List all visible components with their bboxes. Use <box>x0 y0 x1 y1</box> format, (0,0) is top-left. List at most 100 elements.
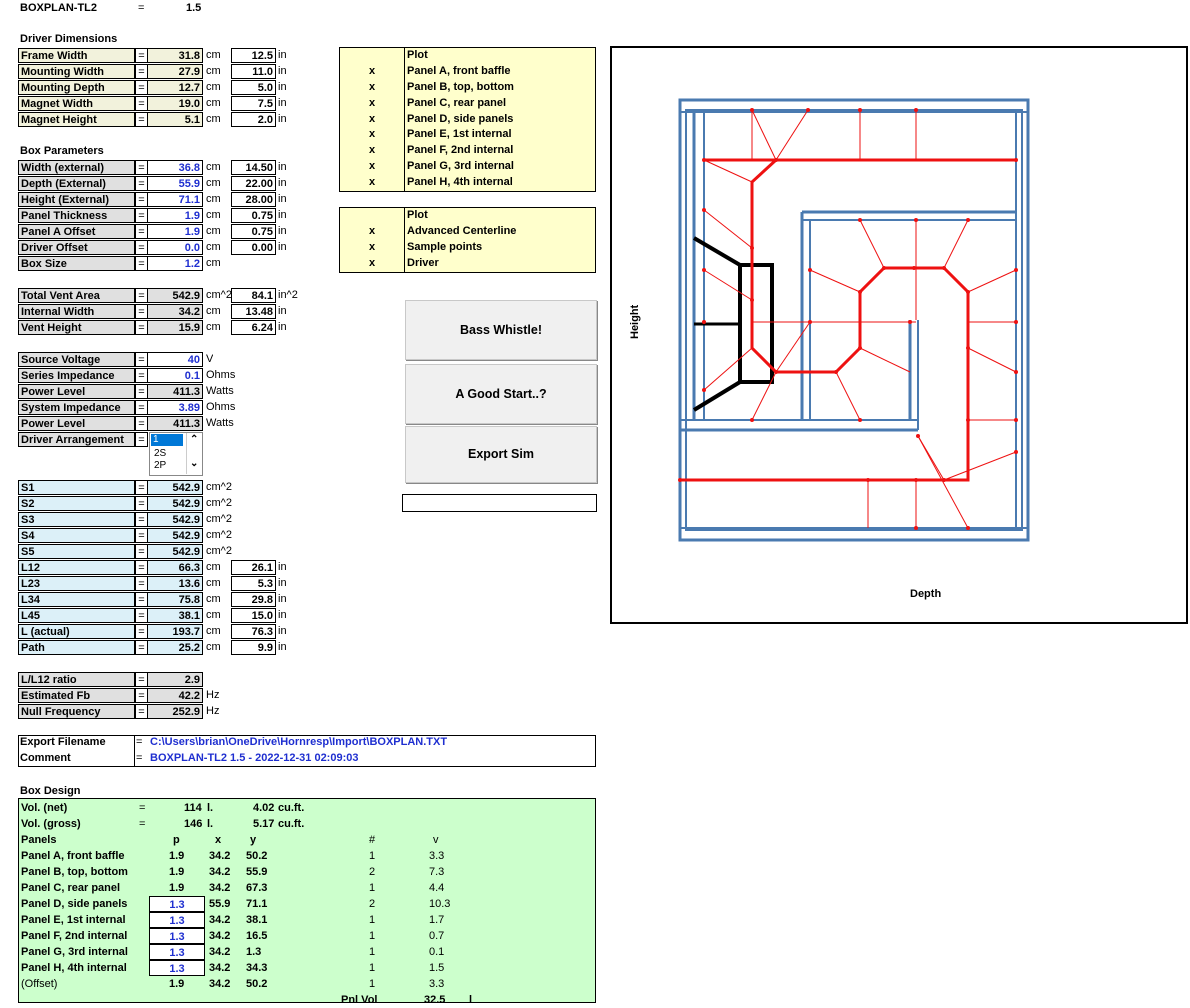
sample-point <box>966 290 970 294</box>
panel-name: Panel A, front baffle <box>21 850 125 862</box>
panel-thickness-input[interactable]: 1.3 <box>149 944 205 960</box>
row-label: Power Level <box>18 416 135 431</box>
value-v[interactable]: 0.1 <box>147 368 203 383</box>
value-cm[interactable]: 1.9 <box>147 208 203 223</box>
unit-in: in <box>278 641 287 653</box>
panel-thickness-input[interactable]: 1.3 <box>149 960 205 976</box>
sample-point <box>806 108 810 112</box>
value-cm: 193.7 <box>147 624 203 639</box>
plot-item[interactable]: x Sample points <box>340 239 595 256</box>
panel-count: 1 <box>369 882 376 894</box>
chevron-down-icon[interactable]: ⌄ <box>190 458 199 469</box>
plot-checkbox-mark[interactable]: x <box>368 160 376 173</box>
value-v[interactable]: 3.89 <box>147 400 203 415</box>
good-start-button[interactable]: A Good Start..? <box>405 364 597 424</box>
unit-in: in <box>278 609 287 621</box>
value-cm: 75.8 <box>147 592 203 607</box>
plot-checkbox-mark[interactable]: x <box>368 64 376 77</box>
export-divider <box>134 735 135 766</box>
value-cm: 25.2 <box>147 640 203 655</box>
plot-checkbox-mark[interactable]: x <box>368 80 376 93</box>
panel-count: 2 <box>369 898 376 910</box>
value-v[interactable]: 40 <box>147 352 203 367</box>
sample-point <box>942 266 946 270</box>
plot-checkbox-mark[interactable]: x <box>368 144 376 157</box>
row-label: Magnet Height <box>18 112 135 127</box>
plot-checkbox-mark[interactable]: x <box>368 256 376 269</box>
plot-checkbox-mark[interactable]: x <box>368 224 376 237</box>
unit-cm: cm <box>206 257 221 269</box>
bass-whistle-button[interactable]: Bass Whistle! <box>405 300 597 360</box>
value-cm: 27.9 <box>147 64 203 79</box>
value-cm[interactable]: 55.9 <box>147 176 203 191</box>
sample-point <box>808 320 812 324</box>
value-cm: 5.1 <box>147 112 203 127</box>
sample-point <box>702 208 706 212</box>
vol-net-liters-unit: l. <box>207 802 214 814</box>
panel-thickness-input[interactable]: 1.3 <box>149 912 205 928</box>
value-cm: 542.9 <box>147 544 203 559</box>
sample-point <box>774 158 778 162</box>
sample-point <box>750 298 754 302</box>
unit-v: Watts <box>206 385 234 397</box>
panel-count: 1 <box>369 930 376 942</box>
export-filename-input[interactable]: C:\Users\brian\OneDrive\Hornresp\Import\… <box>150 736 448 748</box>
arrangement-option-2p[interactable]: 2P <box>154 460 167 471</box>
row-label: Estimated Fb <box>18 688 135 703</box>
value-cm[interactable]: 71.1 <box>147 192 203 207</box>
chevron-up-icon[interactable]: ⌃ <box>190 434 199 445</box>
value-in: 22.00 <box>231 176 276 191</box>
value-cm[interactable]: 1.9 <box>147 224 203 239</box>
row-label: Series Impedance <box>18 368 135 383</box>
driver-arrangement-listbox[interactable]: 1 2S 2P ⌃ ⌄ <box>149 432 203 476</box>
arrangement-option-selected[interactable]: 1 <box>151 434 183 446</box>
panel-thickness-input[interactable]: 1.3 <box>149 928 205 944</box>
pnl-vol-label: Pnl Vol <box>341 994 378 1006</box>
row-label: S1 <box>18 480 135 495</box>
value-v: 411.3 <box>147 384 203 399</box>
plot-checkbox-mark[interactable]: x <box>368 240 376 253</box>
panel-volume: 4.4 <box>429 882 445 894</box>
value-in: 76.3 <box>231 624 276 639</box>
value-cm[interactable]: 1.2 <box>147 256 203 271</box>
plot-checkbox-mark[interactable]: x <box>368 96 376 109</box>
panel-y: 38.1 <box>246 914 268 926</box>
sample-point <box>750 108 754 112</box>
panels-header-row: Panels p x y # v <box>19 832 595 848</box>
value-cm[interactable]: 0.0 <box>147 240 203 255</box>
arrangement-option-2s[interactable]: 2S <box>154 448 167 459</box>
sample-point <box>858 218 862 222</box>
panel-y: 1.3 <box>246 946 262 958</box>
col-p: p <box>173 834 180 846</box>
value-v: 411.3 <box>147 416 203 431</box>
row-label: Null Frequency <box>18 704 135 719</box>
col-v: v <box>433 834 439 846</box>
listbox-scrollbar[interactable]: ⌃ ⌄ <box>186 433 202 474</box>
comment-input[interactable]: BOXPLAN-TL2 1.5 - 2022-12-31 02:09:03 <box>150 752 359 764</box>
row-label: System Impedance <box>18 400 135 415</box>
plot-item-label: Sample points <box>404 239 595 256</box>
export-sim-button[interactable]: Export Sim <box>405 426 597 483</box>
plot-checkbox-mark[interactable]: x <box>368 176 376 189</box>
panel-thickness-input[interactable]: 1.3 <box>149 896 205 912</box>
value-in: 7.5 <box>231 96 276 111</box>
sample-ray <box>703 269 753 301</box>
plot-heading-row: Plot <box>340 48 595 64</box>
value-cm[interactable]: 36.8 <box>147 160 203 175</box>
panel-thickness: 1.9 <box>169 882 185 894</box>
col-y: y <box>250 834 257 846</box>
vol-gross-cuft-unit: cu.ft. <box>278 818 305 830</box>
plot-checkbox-mark[interactable]: x <box>368 112 376 125</box>
x-axis-label: Depth <box>910 588 942 600</box>
plot-checkbox-mark[interactable]: x <box>368 128 376 141</box>
